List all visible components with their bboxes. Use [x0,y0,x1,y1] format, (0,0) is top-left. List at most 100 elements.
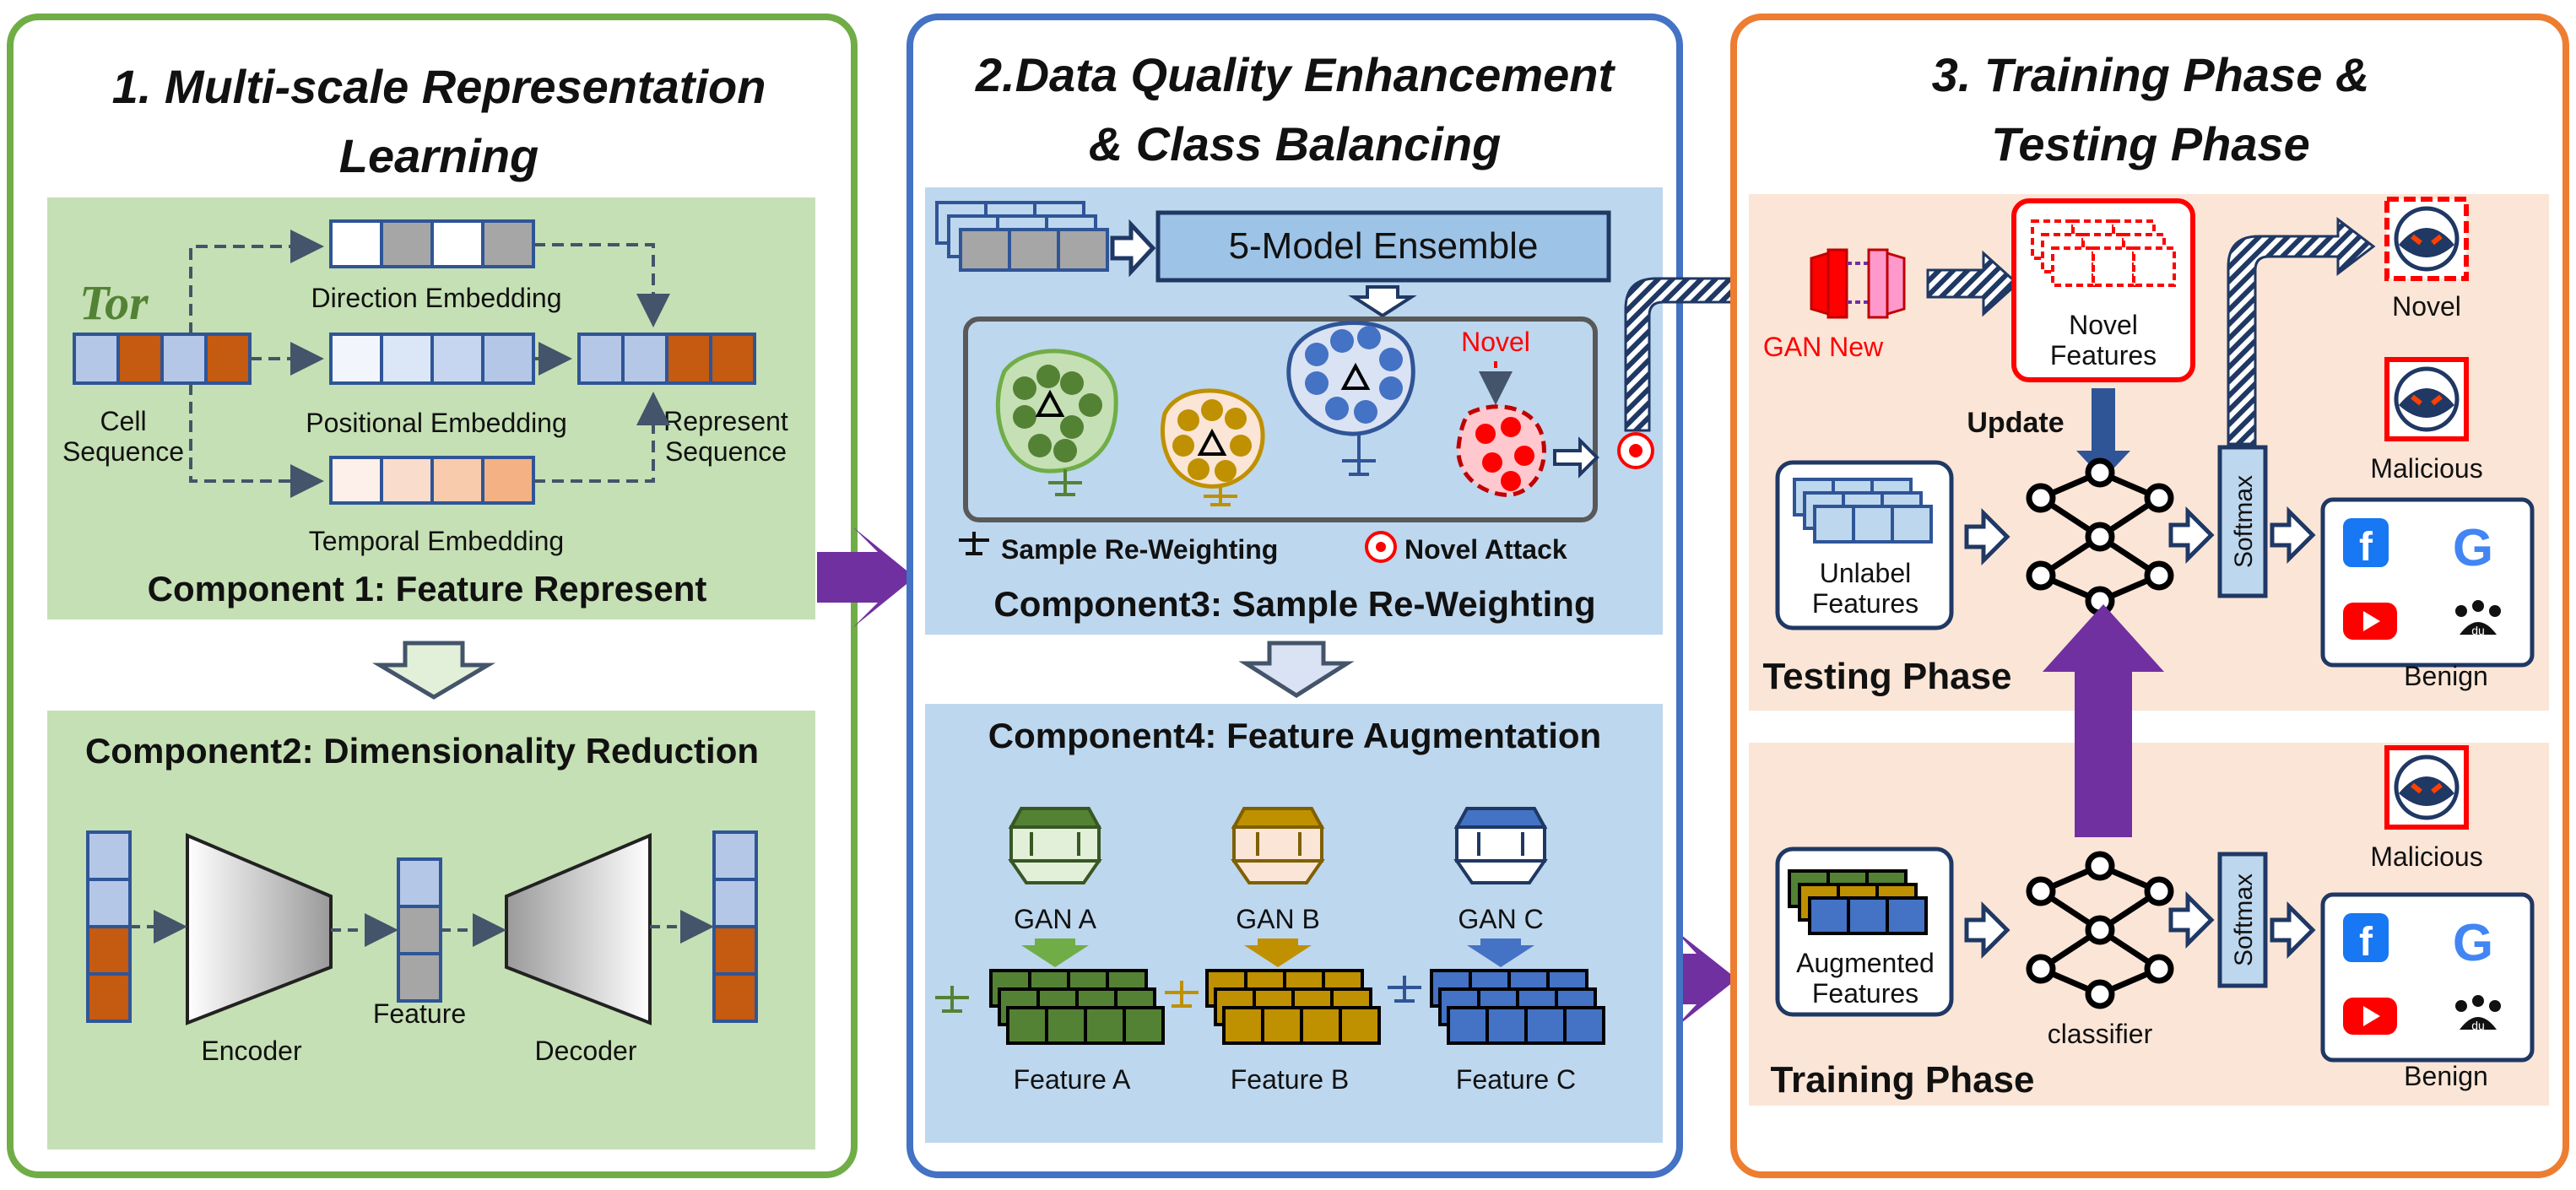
update-arrow [2076,388,2130,479]
direction-embedding-label: Direction Embedding [311,283,561,313]
cluster-novel [1456,404,1546,497]
down-arrow-small-icon [1348,285,1417,318]
facebook-icon: f [2343,518,2389,570]
represent-sequence-label-2: Sequence [665,436,787,467]
baidu-icon-2: du [2455,995,2501,1032]
network-to-softmax-arrow-test [2168,506,2215,565]
softmax-to-benign-arrow-test [2270,506,2316,565]
update-label: Update [1967,407,2064,439]
gan-c-arrow [1467,938,1534,967]
augmented-to-classifier-arrow [1964,901,2010,960]
classifier-label: classifier [2048,1019,2153,1049]
right-arrow-icon [1110,219,1156,278]
unlabel-to-network-arrow [1964,507,2010,566]
cluster-green [995,349,1118,473]
legend-reweighting-label: Sample Re-Weighting [1001,534,1278,565]
feature-c-label: Feature C [1456,1064,1576,1095]
augmented-features-label-1: Augmented [1796,948,1935,978]
augmented-features-stack [1788,869,1928,935]
gan-c-icon [1453,807,1548,884]
panel-data-quality: 2.Data Quality Enhancement & Class Balan… [906,14,1683,1178]
feature-b-label: Feature B [1231,1064,1350,1095]
autoencoder-input-bar [86,830,132,1023]
component4-box [925,704,1663,1143]
softmax-to-benign-arrow-train [2270,901,2316,960]
autoencoder-connectors [130,910,714,947]
positional-embedding-bar [329,333,535,385]
baidu-icon-glyph: du [2471,624,2485,637]
facebook-icon-glyph: f [2359,525,2373,570]
novel-label: Novel [1461,327,1530,357]
legend-reweighting: Sample Re-Weighting [959,532,1278,565]
cluster-blue [1286,321,1415,436]
panel2-title-line2: & Class Balancing [1089,117,1502,170]
cell-sequence-label-1: Cell [100,406,146,436]
google-icon-2: G [2453,914,2493,972]
balance-icons [1048,434,1376,506]
latent-feature-bar [397,857,442,1003]
classifier-to-softmax-arrow [2168,890,2215,949]
training-to-testing-arrow [2043,604,2164,837]
novel-attack-icon [1617,432,1654,469]
legend-novel-attack: Novel Attack [1365,531,1567,565]
gan-new-icon [1810,248,1906,319]
represent-sequence-label-1: Represent [663,406,788,436]
feature-b-stack [1205,969,1381,1045]
gan-new-label: GAN New [1763,332,1884,362]
cluster-gold [1160,388,1265,489]
benign-bottom-label: Benign [2404,1061,2488,1091]
balance-b-icon [1165,981,1199,1008]
component1-title: Component 1: Feature Represent [148,569,707,609]
panel-multiscale-representation: 1. Multi-scale Representation Learning T… [7,14,858,1178]
neural-network-testing-icon [2026,457,2174,616]
ensemble-label: 5-Model Ensemble [1229,225,1539,267]
arrow-panel1-to-panel2 [817,527,915,628]
malicious-bottom-label: Malicious [2370,841,2482,872]
feature-c-stack [1430,969,1605,1045]
temporal-embedding-bar [329,456,535,505]
down-arrow-icon [371,641,496,700]
softmax-testing-label: Softmax [2230,475,2258,568]
gan-b-label: GAN B [1236,904,1320,934]
unlabel-features-stack [1793,478,1933,544]
gan-c-label: GAN C [1458,904,1543,934]
feature-label: Feature [373,998,466,1029]
softmax-training-label: Softmax [2230,874,2258,966]
panel1-title-line2: Learning [339,129,538,182]
gan-a-label: GAN A [1014,904,1096,934]
positional-embedding-label: Positional Embedding [306,408,567,438]
down-arrow-component4-icon [1238,641,1355,698]
feature-a-stack [989,969,1165,1045]
component3-title: Component3: Sample Re-Weighting [993,584,1595,624]
gan-b-icon [1231,807,1325,884]
google-icon: G [2453,519,2493,577]
youtube-icon-2 [2343,998,2397,1035]
benign-top-label: Benign [2404,661,2488,691]
clusters-box [963,316,1598,522]
facebook-icon-glyph-2: f [2359,920,2373,965]
training-phase-label: Training Phase [1771,1059,2035,1101]
facebook-icon-2: f [2343,913,2389,965]
ensemble-input-stack [935,201,1109,272]
softmax-training-box [2217,852,2268,988]
component2-title: Component2: Dimensionality Reduction [85,731,759,771]
unlabel-features-label-1: Unlabel [1820,558,1912,588]
novel-features-stack [2031,219,2176,287]
gan-a-icon [1008,807,1102,884]
novel-output-icon [2384,197,2469,281]
baidu-icon-glyph-2: du [2471,1019,2485,1032]
decoder-trapezoid [505,832,652,1025]
component4-title: Component4: Feature Augmentation [988,716,1601,755]
malicious-top-label: Malicious [2370,453,2482,484]
decoder-label: Decoder [535,1036,637,1066]
panel3-title-line1: 3. Training Phase & [1932,48,2370,101]
novel-features-label-2: Features [2050,340,2157,371]
balance-c-icon [1388,976,1421,1003]
testing-phase-label: Testing Phase [1762,656,2011,697]
augmented-features-label-2: Features [1812,978,1918,1009]
autoencoder-output-bar [712,830,758,1023]
softmax-to-novel-arrow [2227,216,2376,446]
cell-sequence-label-2: Sequence [62,436,184,467]
tor-logo: Tor [79,275,149,330]
